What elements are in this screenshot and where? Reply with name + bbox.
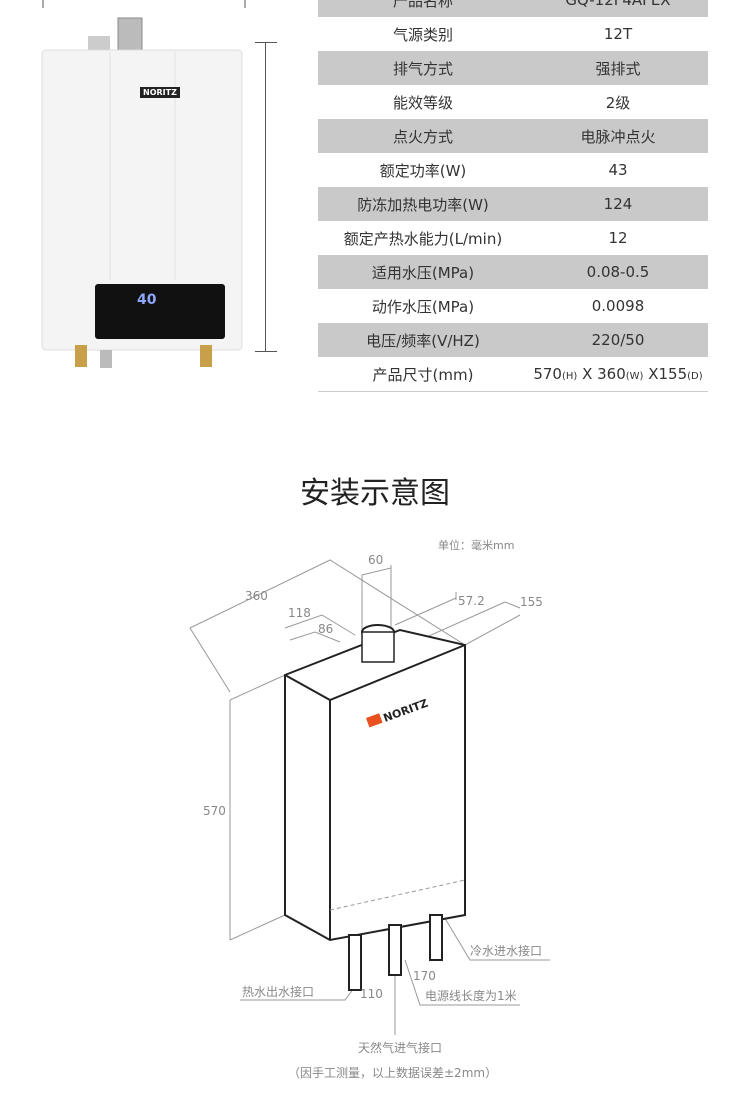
dim-57-2: 57.2 (458, 594, 485, 608)
spec-row: 适用水压(MPa) 0.08-0.5 (318, 255, 708, 289)
installation-diagram: 单位：毫米mm 60 360 118 86 57.2 155 570 110 1… (189, 538, 550, 1080)
dim-155: 155 (520, 595, 543, 609)
label-power-cord: 电源线长度为1米 (425, 988, 517, 1003)
section-title: 安装示意图 (300, 476, 450, 511)
spec-row: 额定产热水能力(L/min) 12 (318, 221, 708, 255)
spec-row: 产品名称 GQ-12F4AFEX (318, 0, 708, 17)
size-w: X 360 (577, 365, 626, 383)
spec-label: 额定功率(W) (379, 161, 467, 180)
spec-row: 气源类别 12T (318, 17, 708, 51)
table-divider (318, 391, 708, 392)
spec-row: 动作水压(MPa) 0.0098 (318, 289, 708, 323)
dim-570: 570 (203, 804, 226, 818)
spec-value: 12T (603, 25, 633, 43)
spec-value: 0.08-0.5 (586, 263, 650, 281)
dim-110: 110 (360, 987, 383, 1001)
spec-value: 电脉冲点火 (580, 127, 656, 146)
spec-value: 0.0098 (591, 297, 645, 315)
spec-row: 点火方式 电脉冲点火 (318, 119, 708, 153)
dim-118: 118 (288, 606, 311, 620)
size-d-unit: (D) (687, 371, 703, 382)
spec-row: 防冻加热电功率(W) 124 (318, 187, 708, 221)
spec-row: 能效等级 2级 (318, 85, 708, 119)
size-d: X155 (643, 365, 688, 383)
spec-label: 额定产热水能力(L/min) (343, 229, 503, 248)
size-h-unit: (H) (561, 371, 578, 382)
spec-row: 排气方式 强排式 (318, 51, 708, 85)
spec-label: 适用水压(MPa) (371, 263, 475, 282)
dim-60: 60 (368, 553, 383, 567)
display-temperature: 40 (137, 292, 157, 308)
label-cold-water-inlet: 冷水进水接口 (470, 943, 542, 958)
spec-value: 2级 (605, 93, 631, 112)
spec-value: GQ-12F4AFEX (565, 0, 671, 9)
spec-label: 能效等级 (392, 93, 453, 112)
brand-mark-icon (366, 713, 383, 728)
spec-label: 排气方式 (392, 59, 453, 78)
height-dimension-line (255, 42, 277, 352)
dim-86: 86 (318, 622, 333, 636)
spec-label: 气源类别 (392, 25, 453, 44)
spec-value: 124 (603, 195, 633, 213)
spec-row: 电压/频率(V/HZ) 220/50 (318, 323, 708, 357)
spec-label: 电压/频率(V/HZ) (366, 331, 480, 350)
measurement-note: （因手工测量，以上数据误差±2mm） (288, 1065, 497, 1080)
label-gas-inlet: 天然气进气接口 (358, 1040, 442, 1055)
product-image: NORITZ 40 (40, 0, 280, 380)
label-hot-water-outlet: 热水出水接口 (242, 984, 314, 999)
unit-label: 单位：毫米mm (438, 538, 514, 552)
dim-170: 170 (413, 969, 436, 983)
spec-row-size: 产品尺寸(mm) 570(H) X 360(W) X155(D) (318, 357, 708, 391)
size-h: 570 (533, 365, 562, 383)
spec-label: 产品名称 (392, 0, 453, 10)
spec-row: 额定功率(W) 43 (318, 153, 708, 187)
spec-label: 点火方式 (392, 127, 453, 146)
spec-value: 570(H) X 360(W) X155(D) (528, 365, 708, 383)
dim-360: 360 (245, 589, 268, 603)
brand-logo: NORITZ (140, 87, 180, 98)
spec-value: 43 (608, 161, 628, 179)
spec-value: 220/50 (591, 331, 645, 349)
size-w-unit: (W) (625, 371, 644, 382)
spec-label: 产品尺寸(mm) (372, 365, 474, 384)
spec-label: 防冻加热电功率(W) (357, 195, 489, 214)
spec-value: 强排式 (595, 59, 641, 78)
spec-value: 12 (608, 229, 628, 247)
spec-label: 动作水压(MPa) (371, 297, 475, 316)
